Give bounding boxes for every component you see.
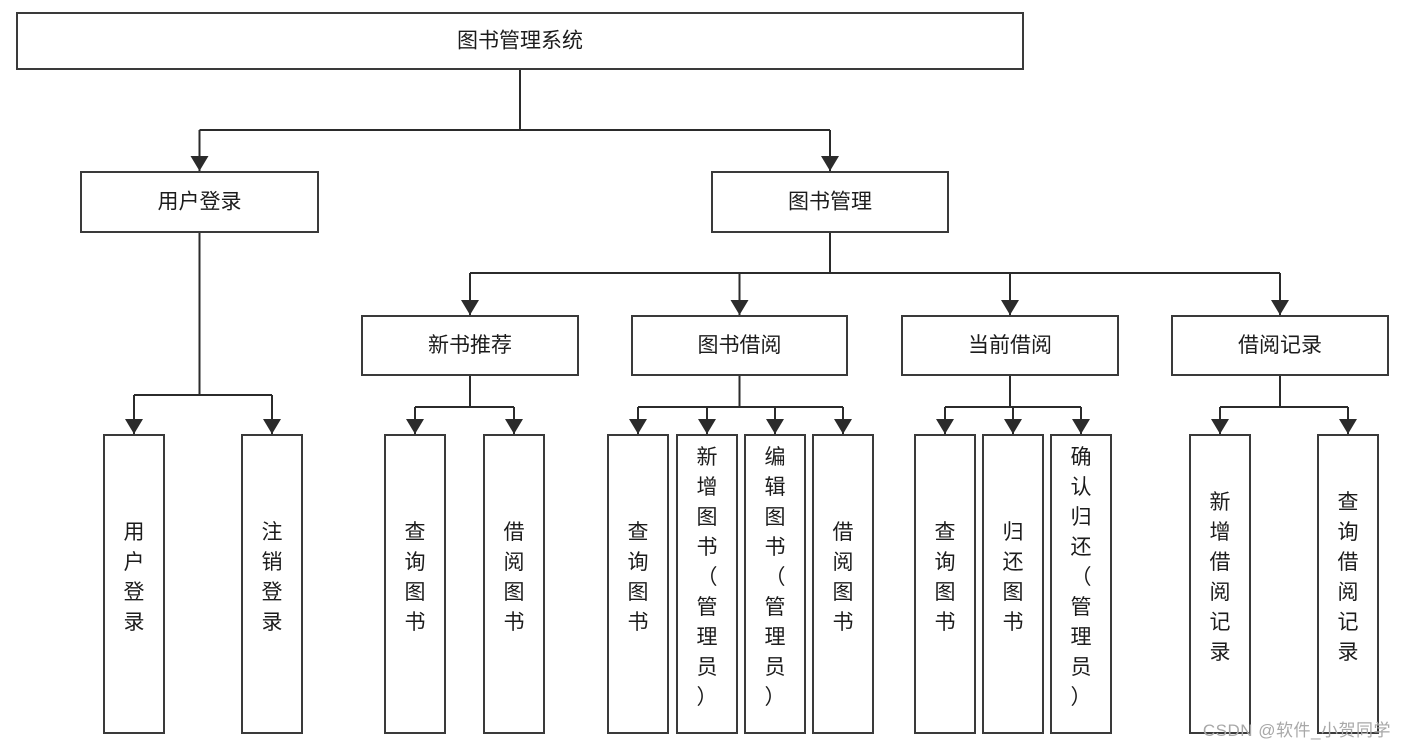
arrow-head-icon — [730, 300, 749, 315]
connector-layer — [125, 69, 1357, 434]
node-leaf-borrow-book-1-box[interactable] — [482, 433, 546, 735]
node-leaf-query-book-1[interactable]: 查询图书 — [383, 433, 447, 735]
node-leaf-confirm-return-admin-box[interactable] — [1049, 433, 1113, 735]
arrow-head-icon — [698, 419, 716, 434]
node-leaf-query-borrow-record[interactable]: 查询借阅记录 — [1316, 433, 1380, 735]
arrow-head-icon — [629, 419, 647, 434]
node-current-borrow-box[interactable] — [900, 314, 1120, 377]
node-leaf-add-book-admin-label: 新增图书（管理员） — [697, 446, 718, 709]
node-leaf-query-book-1-box[interactable] — [383, 433, 447, 735]
connector-group-book-manage — [461, 232, 1289, 315]
node-user-login-box[interactable] — [79, 170, 320, 234]
node-borrow-record-label: 借阅记录 — [1238, 334, 1322, 357]
node-layer: 图书管理系统用户登录图书管理新书推荐图书借阅当前借阅借阅记录用户登录注销登录查询… — [15, 11, 1390, 735]
arrow-head-icon — [505, 419, 523, 434]
node-leaf-query-book-3-box[interactable] — [913, 433, 977, 735]
node-leaf-query-book-2[interactable]: 查询图书 — [606, 433, 670, 735]
arrow-head-icon — [1271, 300, 1289, 315]
node-leaf-confirm-return-admin-label: 确认归还（管理员） — [1071, 446, 1092, 709]
node-borrow-record[interactable]: 借阅记录 — [1170, 314, 1390, 377]
node-leaf-borrow-book-1-label: 借阅图书 — [504, 521, 525, 634]
node-new-book-recommend-box[interactable] — [360, 314, 580, 377]
node-book-manage[interactable]: 图书管理 — [710, 170, 950, 234]
node-leaf-user-login[interactable]: 用户登录 — [102, 433, 166, 735]
node-leaf-edit-book-admin[interactable]: 编辑图书（管理员） — [743, 433, 807, 735]
node-leaf-query-book-3-label: 查询图书 — [935, 521, 956, 634]
arrow-head-icon — [1072, 419, 1090, 434]
node-book-borrow-box[interactable] — [630, 314, 849, 377]
node-leaf-logout-login-box[interactable] — [240, 433, 304, 735]
node-leaf-add-borrow-record-label: 新增借阅记录 — [1210, 491, 1231, 664]
node-leaf-borrow-book-1[interactable]: 借阅图书 — [482, 433, 546, 735]
node-leaf-query-book-2-label: 查询图书 — [628, 521, 649, 634]
node-leaf-query-borrow-record-label: 查询借阅记录 — [1338, 491, 1359, 664]
node-current-borrow-label: 当前借阅 — [968, 334, 1052, 357]
node-leaf-logout-login[interactable]: 注销登录 — [240, 433, 304, 735]
node-book-manage-box[interactable] — [710, 170, 950, 234]
node-new-book-recommend[interactable]: 新书推荐 — [360, 314, 580, 377]
node-leaf-user-login-label: 用户登录 — [124, 521, 145, 634]
arrow-head-icon — [406, 419, 424, 434]
arrow-head-icon — [190, 156, 209, 171]
arrow-head-icon — [766, 419, 784, 434]
arrow-head-icon — [1211, 419, 1229, 434]
node-leaf-query-book-3[interactable]: 查询图书 — [913, 433, 977, 735]
node-leaf-add-borrow-record[interactable]: 新增借阅记录 — [1188, 433, 1252, 735]
arrow-head-icon — [834, 419, 852, 434]
arrow-head-icon — [821, 156, 839, 171]
connector-group-user-login — [125, 232, 281, 434]
node-book-manage-label: 图书管理 — [788, 191, 872, 214]
node-leaf-add-book-admin[interactable]: 新增图书（管理员） — [675, 433, 739, 735]
node-leaf-return-book-label: 归还图书 — [1003, 521, 1024, 634]
arrow-head-icon — [1004, 419, 1022, 434]
node-leaf-query-book-1-label: 查询图书 — [405, 521, 426, 634]
node-leaf-confirm-return-admin[interactable]: 确认归还（管理员） — [1049, 433, 1113, 735]
node-leaf-edit-book-admin-label: 编辑图书（管理员） — [765, 446, 786, 709]
node-user-login-label: 用户登录 — [158, 191, 242, 214]
connector-group-borrow-record — [1211, 375, 1357, 434]
node-leaf-borrow-book-2-box[interactable] — [811, 433, 875, 735]
node-leaf-user-login-box[interactable] — [102, 433, 166, 735]
node-root-box[interactable] — [15, 11, 1025, 71]
connector-group-book-borrow — [629, 375, 852, 434]
arrow-head-icon — [1339, 419, 1357, 434]
node-leaf-add-book-admin-box[interactable] — [675, 433, 739, 735]
node-leaf-query-borrow-record-box[interactable] — [1316, 433, 1380, 735]
node-new-book-recommend-label: 新书推荐 — [428, 334, 512, 357]
node-leaf-logout-login-label: 注销登录 — [262, 521, 283, 634]
node-leaf-edit-book-admin-box[interactable] — [743, 433, 807, 735]
connector-group-root — [190, 69, 839, 171]
arrow-head-icon — [1001, 300, 1019, 315]
node-root-label: 图书管理系统 — [457, 30, 583, 53]
arrow-head-icon — [125, 419, 143, 434]
node-leaf-add-borrow-record-box[interactable] — [1188, 433, 1252, 735]
node-leaf-return-book-box[interactable] — [981, 433, 1045, 735]
arrow-head-icon — [936, 419, 954, 434]
node-current-borrow[interactable]: 当前借阅 — [900, 314, 1120, 377]
connector-group-new-book-recommend — [406, 375, 523, 434]
node-leaf-query-book-2-box[interactable] — [606, 433, 670, 735]
connector-group-current-borrow — [936, 375, 1090, 434]
node-user-login[interactable]: 用户登录 — [79, 170, 320, 234]
node-leaf-borrow-book-2-label: 借阅图书 — [833, 521, 854, 634]
node-root[interactable]: 图书管理系统 — [15, 11, 1025, 71]
node-book-borrow[interactable]: 图书借阅 — [630, 314, 849, 377]
arrow-head-icon — [263, 419, 281, 434]
node-leaf-borrow-book-2[interactable]: 借阅图书 — [811, 433, 875, 735]
node-leaf-return-book[interactable]: 归还图书 — [981, 433, 1045, 735]
node-book-borrow-label: 图书借阅 — [698, 334, 782, 357]
node-borrow-record-box[interactable] — [1170, 314, 1390, 377]
arrow-head-icon — [461, 300, 479, 315]
